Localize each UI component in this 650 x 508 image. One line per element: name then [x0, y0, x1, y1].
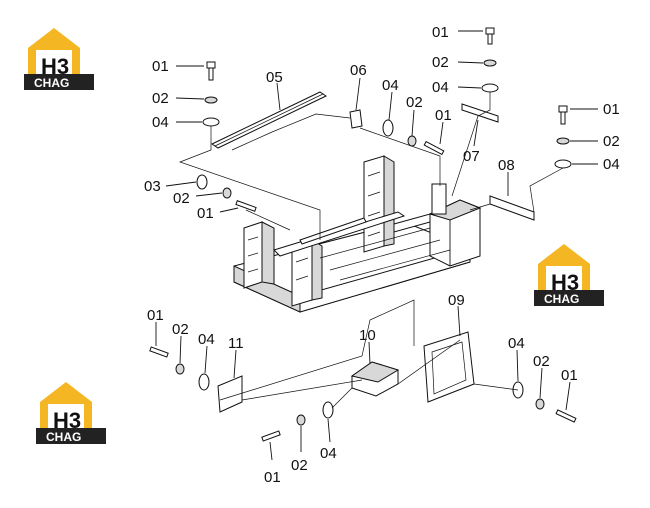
callout-01-lower-right: 01: [561, 367, 578, 384]
callout-01-top-left: 01: [152, 58, 169, 75]
part-07-rail: [461, 103, 499, 123]
callout-02-top-right: 02: [432, 54, 449, 71]
logo-inner: [48, 404, 84, 432]
frame-right-box-top: [428, 199, 482, 221]
callout-02-left: 02: [173, 190, 190, 207]
callout-04-top-right: 04: [432, 79, 449, 96]
bolt-head: [206, 61, 216, 69]
lock-washer: [556, 137, 570, 145]
callout-03: 03: [144, 178, 161, 195]
callout-07: 07: [463, 148, 480, 165]
lock-washer: [407, 135, 417, 147]
logo-bottom-left: H3 CHAG: [36, 382, 106, 444]
part-06-bracket: [349, 109, 363, 129]
frame-rear-tower: [363, 155, 385, 253]
frame-left-upright-side: [261, 221, 275, 285]
callout-02-right: 02: [603, 133, 620, 150]
callout-04-lower-left: 04: [198, 331, 215, 348]
lock-washer: [296, 414, 306, 426]
frame-cross-member-mid: [299, 217, 367, 245]
frame-right-post: [431, 183, 447, 215]
part-11-plate: [217, 375, 243, 413]
bolt: [423, 140, 445, 156]
callout-04-bottom: 04: [320, 445, 337, 462]
lock-washer: [535, 398, 545, 410]
bolt-shank: [208, 67, 214, 81]
lock-washer: [175, 363, 185, 375]
bolt: [261, 430, 281, 442]
frame-base-side: [299, 247, 471, 313]
part-08-bracket: [489, 195, 535, 221]
logo-banner: [24, 74, 94, 90]
callout-01-mid-top: 01: [435, 107, 452, 124]
bolt-shank: [487, 33, 493, 45]
callout-04-lower-right: 04: [508, 335, 525, 352]
callout-01-left: 01: [197, 205, 214, 222]
callout-02-mid-top: 02: [406, 94, 423, 111]
callout-01-bottom: 01: [264, 469, 281, 486]
flat-washer: [196, 174, 208, 190]
flat-washer: [554, 159, 572, 169]
callout-04-mid-top: 04: [382, 77, 399, 94]
callout-02-lower-left: 02: [172, 321, 189, 338]
callout-08: 08: [498, 157, 515, 174]
assembly-guide-lines: [178, 92, 564, 409]
frame-rear-rail: [393, 213, 431, 233]
flat-washer: [202, 117, 220, 127]
bolt: [149, 346, 169, 358]
bolt: [555, 409, 577, 423]
flat-washer: [322, 401, 334, 419]
logo-text: CHAG: [34, 76, 69, 90]
callout-01-right: 01: [603, 101, 620, 118]
callout-11: 11: [228, 335, 244, 352]
logo-right: H3 CHAG: [534, 244, 604, 306]
bolt-shank: [560, 111, 566, 125]
logo-top-left: H3 CHAG: [24, 28, 94, 90]
flat-washer: [198, 373, 210, 391]
callout-10: 10: [359, 327, 376, 344]
leader-lines: [155, 30, 598, 461]
callout-06: 06: [350, 62, 367, 79]
callout-05: 05: [266, 69, 283, 86]
main-frame: [233, 155, 482, 313]
logo-banner: [534, 290, 604, 306]
frame-left-upright: [243, 221, 263, 289]
callout-01-top-right: 01: [432, 24, 449, 41]
bolt: [235, 200, 257, 212]
lock-washer: [204, 96, 218, 104]
lock-washer: [222, 187, 232, 199]
logo-inner: [546, 266, 582, 294]
part-09-panel: [423, 331, 475, 403]
logo-banner: [36, 428, 106, 444]
callout-09: 09: [448, 292, 465, 309]
callout-02-top-left: 02: [152, 90, 169, 107]
logo-inner: [36, 50, 72, 78]
frame-mid-upright-side: [311, 239, 323, 301]
callout-02-bottom: 02: [291, 457, 308, 474]
lock-washer: [483, 59, 497, 67]
part-10-top: [350, 361, 400, 383]
flat-washer: [382, 119, 394, 137]
callout-04-top-left: 04: [152, 114, 169, 131]
callout-02-lower-right: 02: [533, 353, 550, 370]
flat-washer: [481, 83, 499, 93]
logo-text: CHAG: [544, 292, 579, 306]
bolt-head: [485, 27, 495, 35]
bolt-head: [558, 105, 568, 113]
logo-text: CHAG: [46, 430, 81, 444]
callout-01-lower-left: 01: [147, 307, 164, 324]
frame-rear-tower-side: [383, 155, 395, 247]
callout-04-right: 04: [603, 156, 620, 173]
callout-labels: 01 02 04 05 06 04 02 01 01 02 04 07 01 0…: [144, 24, 620, 486]
